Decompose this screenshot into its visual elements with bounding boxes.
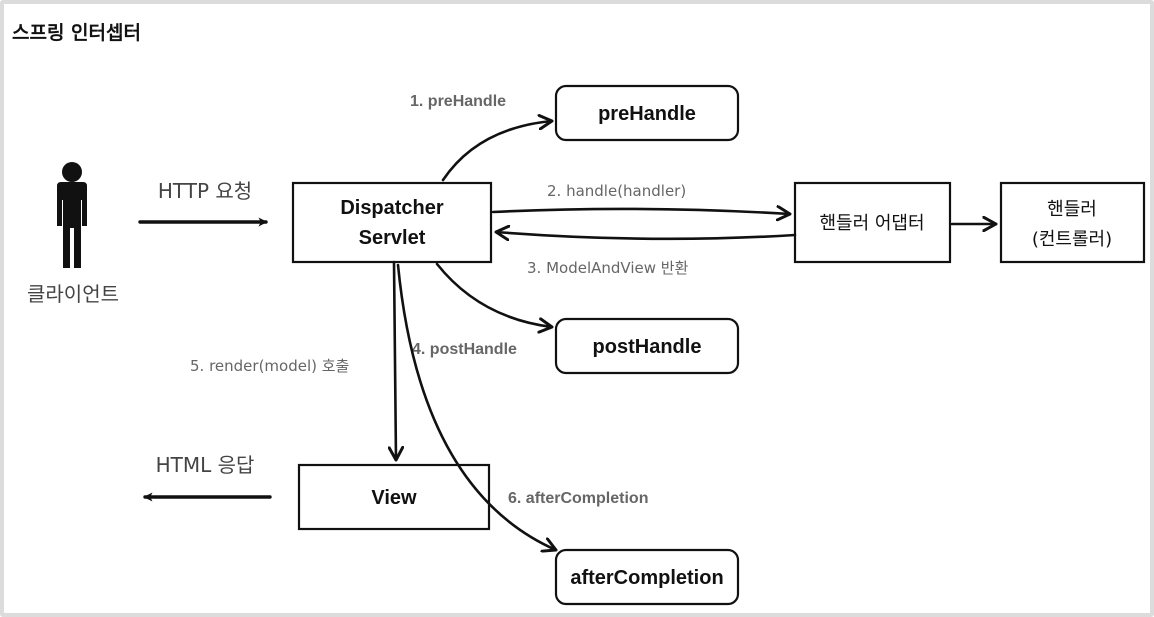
handle-arrow: [491, 209, 790, 214]
handler-adapter-node: 핸들러 어댑터: [793, 181, 952, 264]
handler-label-line2: (컨트롤러): [1032, 229, 1112, 250]
posthandle-arrow: [435, 262, 552, 327]
step5-label: 5. render(model) 호출: [190, 357, 349, 375]
dispatcher-servlet-line2: Servlet: [359, 227, 426, 249]
person-icon: [57, 162, 87, 268]
diagram-title: 스프링 인터셉터: [12, 22, 141, 44]
model-and-view-return-arrow: [496, 232, 797, 239]
view-node: View: [297, 463, 491, 531]
handler-label-line1: 핸들러: [1047, 199, 1097, 220]
handler-adapter-label: 핸들러 어댑터: [819, 213, 924, 234]
prehandle-label: preHandle: [598, 103, 696, 125]
posthandle-node: postHandle: [554, 317, 740, 375]
aftercompletion-node: afterCompletion: [554, 548, 740, 606]
http-request-label: HTTP 요청: [158, 179, 252, 203]
dispatcher-servlet-node: Dispatcher Servlet: [291, 181, 493, 264]
dispatcher-servlet-line1: Dispatcher: [340, 197, 444, 219]
prehandle-node: preHandle: [554, 84, 740, 142]
step2-label: 2. handle(handler): [547, 182, 686, 200]
posthandle-label: postHandle: [593, 336, 702, 358]
handler-node: 핸들러 (컨트롤러): [999, 181, 1146, 264]
html-response-label: HTML 응답: [156, 453, 255, 477]
render-arrow: [394, 260, 396, 460]
view-label: View: [371, 487, 417, 509]
step4-label: 4. postHandle: [412, 341, 517, 358]
step1-label: 1. preHandle: [410, 93, 506, 110]
client-label: 클라이언트: [27, 282, 119, 306]
aftercompletion-arrow: [396, 263, 556, 550]
prehandle-arrow: [441, 121, 552, 182]
aftercompletion-label: afterCompletion: [570, 567, 723, 589]
step6-label: 6. afterCompletion: [508, 490, 648, 507]
step3-label: 3. ModelAndView 반환: [527, 259, 689, 277]
